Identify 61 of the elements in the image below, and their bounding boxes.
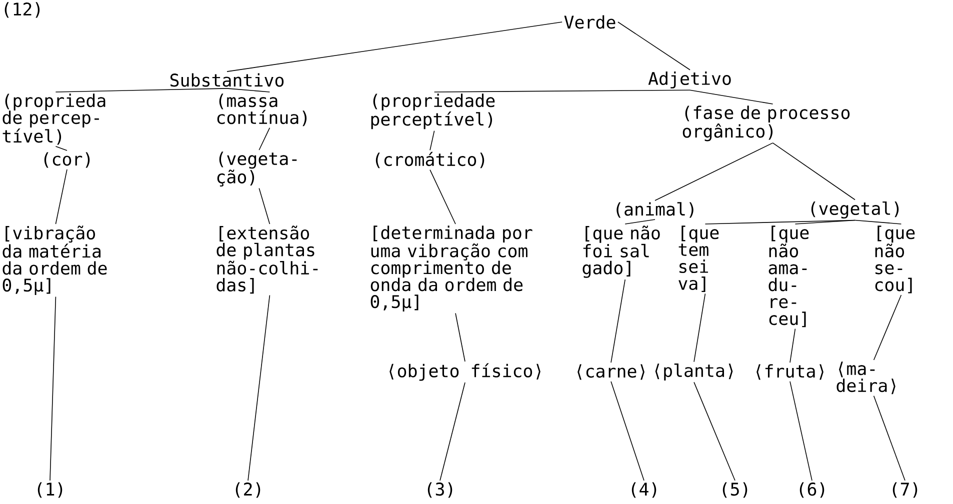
term-label: (3) <box>428 482 452 498</box>
term-label: (cromático) <box>376 152 484 168</box>
term-label: (vegeta- ção) <box>217 152 297 187</box>
tree-line <box>258 188 270 224</box>
term-label: ⟨ma- deira⟩ <box>836 362 896 394</box>
term-label: (vegetal) <box>811 201 899 219</box>
tree-line <box>618 22 690 70</box>
term-label: Adjetivo <box>648 72 731 88</box>
tree-line <box>873 294 902 360</box>
tree-line <box>258 127 270 150</box>
term-label: [que não foi sal gado] <box>582 226 660 278</box>
tree-line <box>794 220 856 224</box>
term-label: [extensão de plantas não-colhi- das] <box>216 226 318 294</box>
tree-line <box>248 294 270 481</box>
tree-line <box>854 220 902 224</box>
tree-line <box>455 312 466 362</box>
term-label: [que tem sei va] <box>678 226 719 292</box>
term-label: (massa contínua) <box>217 94 307 126</box>
term-label: (cor) <box>44 152 90 168</box>
tree-line <box>772 142 856 200</box>
tree-line <box>430 169 456 224</box>
tree-line <box>226 88 270 92</box>
tree-line <box>873 395 906 481</box>
term-label: ⟨fruta⟩ <box>756 364 824 380</box>
term-label: (1) <box>38 482 62 498</box>
tree-line <box>55 169 68 224</box>
tree-line <box>610 381 644 481</box>
term-label: (propriedade perceptível) <box>371 94 495 130</box>
tree-line <box>790 381 812 481</box>
tree-line <box>55 146 68 151</box>
term-label: [determinada por uma vibração com comprimento de onda da ordem de 0,5μ] <box>370 226 532 312</box>
tree-line <box>624 219 656 224</box>
term-label: (proprieda de percep- tível) <box>2 94 106 145</box>
term-label: (5) <box>722 482 748 498</box>
tree-line <box>430 130 435 151</box>
term-label: (4) <box>632 482 656 498</box>
term-label: ⟨objeto físico⟩ <box>390 363 540 381</box>
term-label: (animal) <box>616 202 694 218</box>
term-label: [vibração da matéria da ordem de 0,5μ] <box>2 226 107 296</box>
term-label: (fase de processo orgânico) <box>682 106 850 142</box>
example-number: (12) <box>4 2 40 18</box>
tree-line <box>440 382 466 481</box>
term-label: Substantivo <box>170 73 284 87</box>
tree-line <box>226 22 562 72</box>
tree-line <box>790 328 796 363</box>
tree-line <box>50 296 56 481</box>
tree-line <box>690 90 774 104</box>
term-label: ⟨planta⟩ <box>655 364 733 380</box>
term-label: [que não ama- du- re- ceu] <box>768 226 809 328</box>
tree-line <box>694 382 736 481</box>
tree-line <box>55 88 228 92</box>
term-label: (7) <box>892 482 918 498</box>
term-label: (2) <box>236 482 260 498</box>
tree-line <box>654 142 774 201</box>
tree-line <box>610 279 626 363</box>
term-label: (6) <box>800 482 824 498</box>
tree-line <box>694 293 706 362</box>
tree-line <box>434 90 690 92</box>
term-label: ⟨carne⟩ <box>578 364 644 380</box>
term-label: Verde <box>564 15 616 29</box>
term-label: [que não se- cou] <box>875 226 915 294</box>
